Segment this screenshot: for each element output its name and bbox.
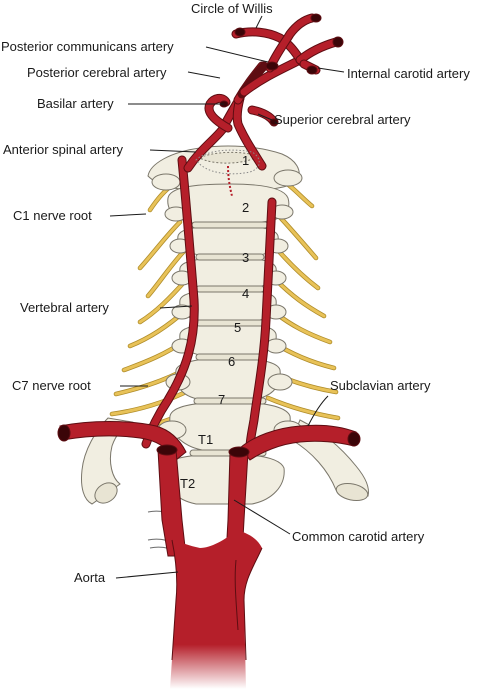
vertebra-label-t1: T1 xyxy=(198,432,213,447)
vertebra-label-c5: 5 xyxy=(234,320,241,335)
label-posterior-communicans-artery: Posterior communicans artery xyxy=(1,39,174,54)
label-c1-nerve-root: C1 nerve root xyxy=(13,208,92,223)
label-superior-cerebral-artery: Superior cerebral artery xyxy=(274,112,411,127)
vertebral-arteries xyxy=(141,155,277,453)
label-vertebral-artery: Vertebral artery xyxy=(20,300,109,315)
anterior-spinal-artery xyxy=(227,165,233,197)
vertebra-label-c6: 6 xyxy=(228,354,235,369)
vertebra-label-c1: 1 xyxy=(242,153,249,168)
basilar-system xyxy=(183,13,344,173)
great-vessels xyxy=(57,421,361,689)
label-circle-of-willis: Circle of Willis xyxy=(191,1,273,16)
label-subclavian-artery: Subclavian artery xyxy=(330,378,431,393)
vertebra-label-c2: 2 xyxy=(242,200,249,215)
vertebra-numbers: 1 2 3 4 5 6 7 T1 T2 xyxy=(180,153,249,491)
label-c7-nerve-root: C7 nerve root xyxy=(12,378,91,393)
vertebra-label-t2: T2 xyxy=(180,476,195,491)
label-aorta: Aorta xyxy=(74,570,106,585)
atlas-dotted-outline xyxy=(195,149,260,175)
vertebra-label-c4: 4 xyxy=(242,286,249,301)
leader-lines xyxy=(109,15,345,579)
label-posterior-cerebral-artery: Posterior cerebral artery xyxy=(27,65,167,80)
labels: Circle of Willis Posterior communicans a… xyxy=(1,1,470,585)
label-anterior-spinal-artery: Anterior spinal artery xyxy=(3,142,123,157)
vertebra-label-c7: 7 xyxy=(218,392,225,407)
vertebra-label-c3: 3 xyxy=(242,250,249,265)
label-internal-carotid-artery: Internal carotid artery xyxy=(347,66,470,81)
label-common-carotid-artery: Common carotid artery xyxy=(292,529,425,544)
label-basilar-artery: Basilar artery xyxy=(37,96,114,111)
